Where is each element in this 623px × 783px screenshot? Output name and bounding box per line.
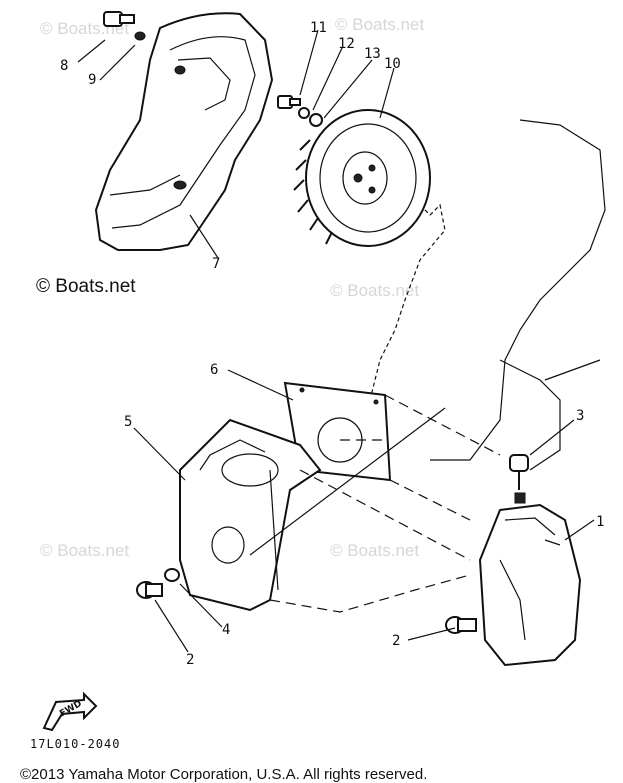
callout-5: 5 [124, 414, 132, 430]
fan-cover-part [94, 12, 274, 251]
washer-part-13 [309, 113, 323, 127]
bracket-part [179, 418, 322, 612]
callout-9: 9 [88, 72, 96, 88]
callout-11: 11 [310, 20, 327, 36]
copyright-notice: ©2013 Yamaha Motor Corporation, U.S.A. A… [20, 766, 427, 783]
callout-3: 3 [576, 408, 584, 424]
watermark-main: © Boats.net [36, 276, 136, 297]
callout-1: 1 [596, 514, 604, 530]
callout-7: 7 [212, 256, 220, 272]
watermark-lower-left: © Boats.net [40, 541, 129, 560]
engine-block-outline [369, 119, 606, 471]
callout-13: 13 [364, 46, 381, 62]
callout-4: 4 [222, 622, 230, 638]
washer-part-4 [164, 568, 180, 582]
callout-10: 10 [384, 56, 401, 72]
fuel-tank-part [478, 492, 582, 667]
forward-arrow-icon: FWD [42, 691, 98, 732]
watermark-mid-right: © Boats.net [330, 281, 419, 300]
callout-8: 8 [60, 58, 68, 74]
watermark-lower-right: © Boats.net [330, 541, 419, 560]
flywheel-fan-part [293, 109, 431, 247]
washer-part-12 [298, 107, 310, 119]
callout-12: 12 [338, 36, 355, 52]
screw-part-3 [509, 454, 529, 490]
bolt-part-2-right [445, 616, 477, 634]
callout-2-left: 2 [186, 652, 194, 668]
callout-6: 6 [210, 362, 218, 378]
bolt-part-2-left [136, 581, 163, 599]
watermark-top-right: © Boats.net [335, 15, 424, 34]
assembly-guide-lines [269, 394, 501, 613]
callout-2-right: 2 [392, 633, 400, 649]
leader-lines [77, 29, 595, 653]
part-code: 17L010-2040 [30, 737, 120, 751]
bolt-part-8 [103, 11, 135, 27]
bolt-part-11 [277, 95, 301, 109]
washer-part-9 [134, 31, 146, 41]
